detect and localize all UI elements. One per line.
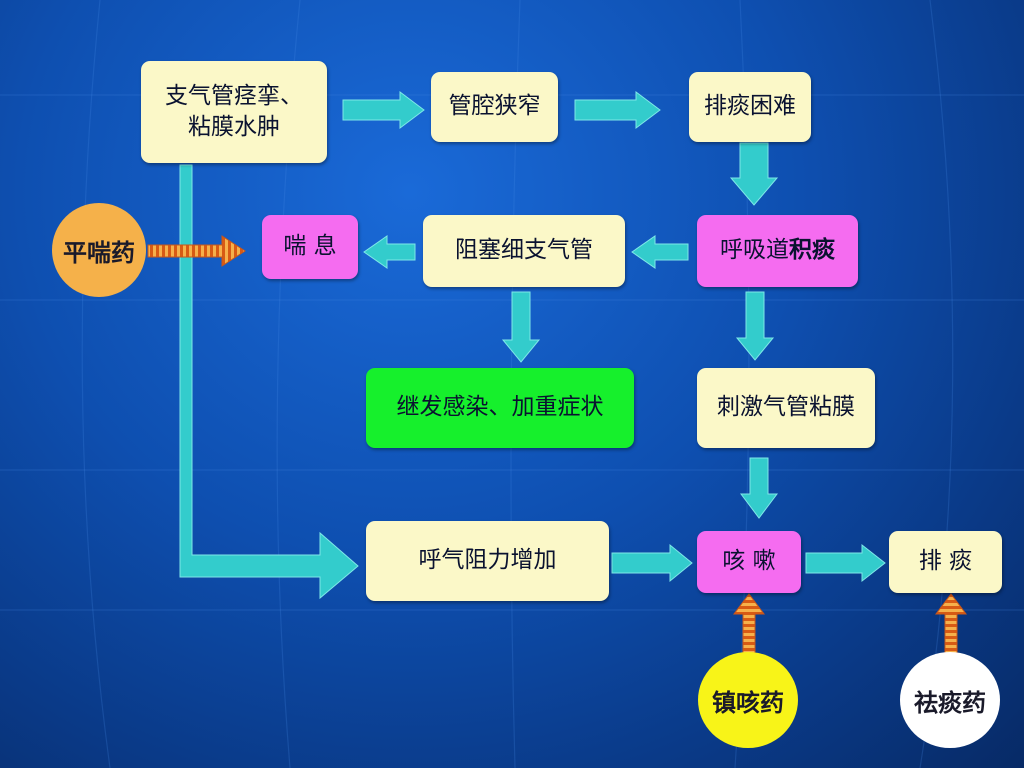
arrow-spasm-to-lumen: [342, 91, 425, 129]
box-lumen-narrowing: 管腔狭窄: [431, 72, 558, 142]
drug-antiasthmatic: 平喘药: [52, 203, 146, 297]
box-wheeze: 喘 息: [262, 215, 358, 279]
box-expiratory-resistance: 呼气阻力增加: [366, 521, 609, 601]
box-bronchospasm: 支气管痉挛、 粘膜水肿: [141, 61, 327, 163]
box-sputum-difficulty-label: 排痰困难: [704, 93, 796, 120]
box-sputum-accumulation-prefix: 呼吸道: [720, 237, 789, 264]
drug-antiasthmatic-label: 平喘药: [63, 238, 135, 267]
drug-expectorant: 祛痰药: [900, 652, 1000, 748]
arrow-sputum-down: [729, 142, 779, 206]
box-lumen-narrowing-label: 管腔狭窄: [448, 93, 541, 120]
box-cough-label: 咳 嗽: [722, 548, 776, 575]
arrow-block-to-wheeze: [363, 235, 416, 269]
box-expiratory-resistance-label: 呼气阻力增加: [418, 547, 557, 574]
box-bronchiole-obstruction: 阻塞细支气管: [423, 215, 625, 287]
box-expectoration: 排 痰: [889, 531, 1002, 593]
arrow-resistance-to-cough: [611, 543, 693, 583]
arrow-irritation-down: [740, 457, 778, 519]
arrow-accum-to-block: [631, 235, 689, 269]
drug-expectorant-label: 祛痰药: [914, 688, 986, 717]
box-secondary-infection: 继发感染、加重症状: [366, 368, 634, 448]
box-sputum-accumulation-bold: 积痰: [789, 237, 835, 264]
arrow-cough-to-expectoration: [805, 543, 886, 583]
box-wheeze-label: 喘 息: [283, 233, 337, 260]
box-sputum-difficulty: 排痰困难: [689, 72, 811, 142]
box-secondary-infection-label: 继发感染、加重症状: [396, 394, 604, 421]
arrow-accum-down: [735, 291, 775, 361]
drug-antitussive-label: 镇咳药: [712, 688, 784, 717]
box-mucosa-irritation: 刺激气管粘膜: [697, 368, 875, 448]
arrow-spasm-long-elbow: [179, 164, 359, 600]
drug-arrow-antiasthmatic: [147, 235, 246, 267]
arrow-block-down: [501, 291, 541, 363]
box-bronchospasm-line2: 粘膜水肿: [188, 114, 280, 140]
box-bronchospasm-line1: 支气管痉挛、: [165, 82, 303, 109]
box-mucosa-irritation-label: 刺激气管粘膜: [717, 394, 855, 421]
drug-antitussive: 镇咳药: [698, 652, 798, 748]
box-sputum-accumulation: 呼吸道积痰: [697, 215, 858, 287]
arrow-lumen-to-sputum: [574, 91, 661, 129]
box-bronchiole-obstruction-label: 阻塞细支气管: [455, 237, 593, 264]
box-cough: 咳 嗽: [697, 531, 801, 593]
box-expectoration-label: 排 痰: [918, 548, 973, 575]
